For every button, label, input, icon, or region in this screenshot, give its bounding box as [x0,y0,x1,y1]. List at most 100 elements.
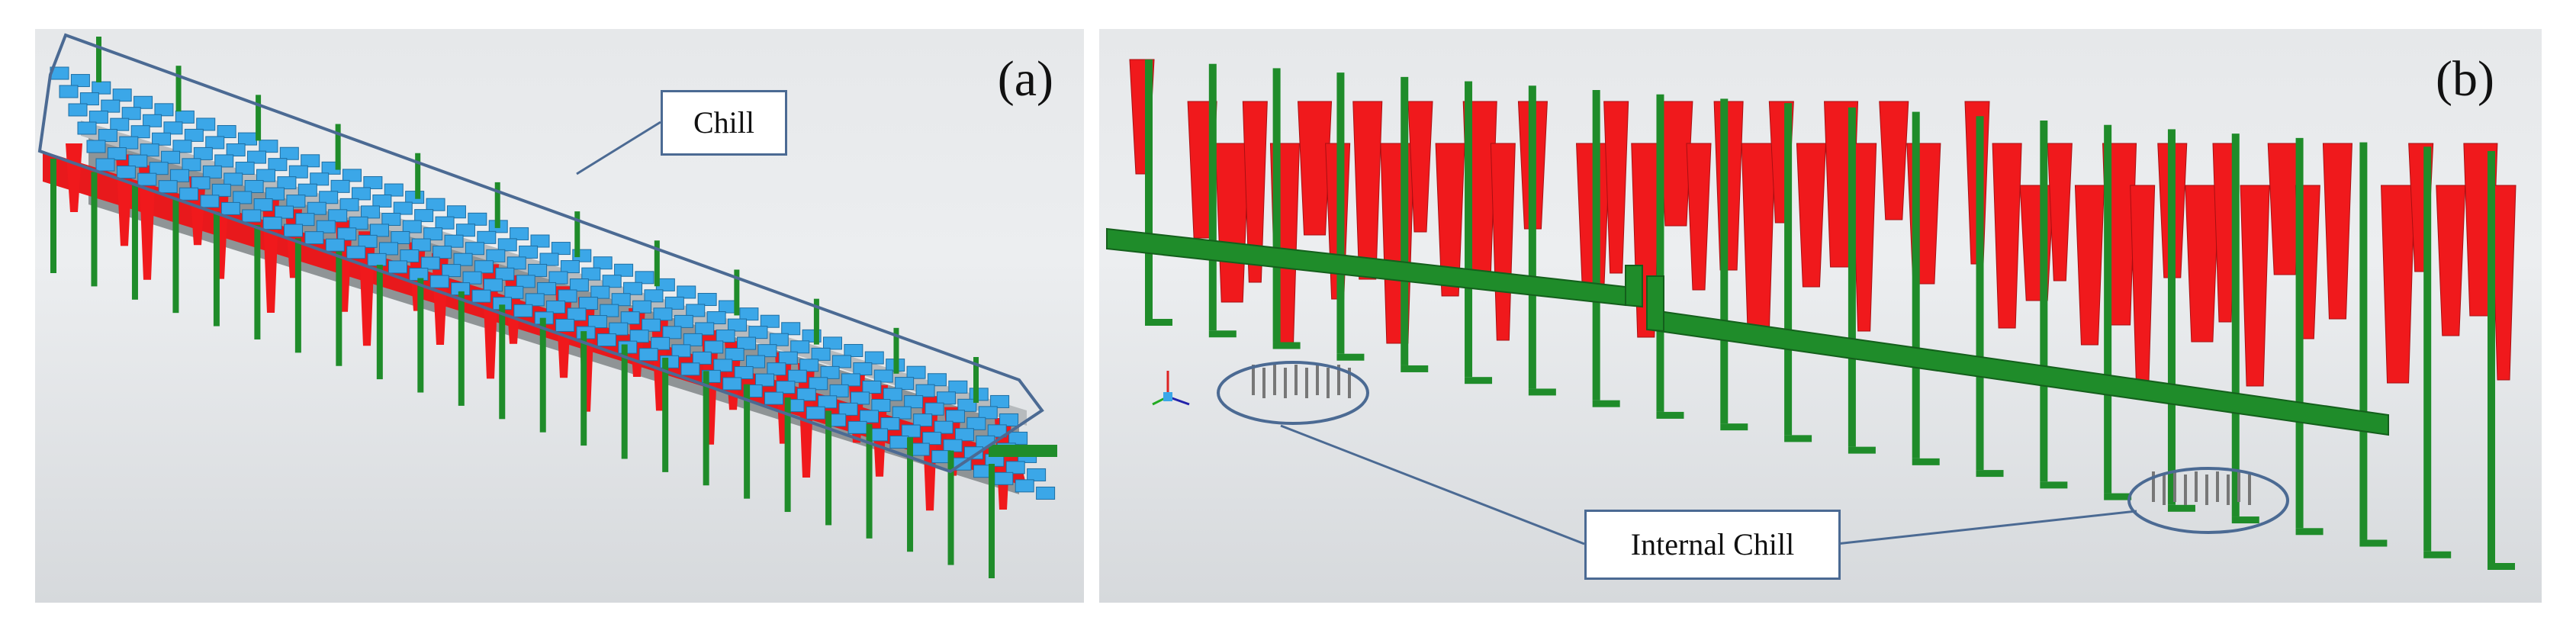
chill-block [179,187,199,201]
internal-chill-pin [2173,471,2176,502]
chill-block [671,344,691,358]
chill-block [862,380,882,394]
runner-right-cap [1646,275,1664,333]
riser [2185,185,2220,343]
riser [2074,185,2105,346]
gating-leg [1401,76,1409,365]
chill-block [539,253,559,266]
gating-leg [499,304,506,420]
chill-block [734,366,754,380]
internal-chill-pin [1262,368,1265,398]
gating-leg [336,251,343,366]
gating-foot [2423,551,2452,558]
chill-block [265,187,285,201]
internal-chill-pin [1294,365,1298,395]
chill-block [77,121,97,135]
gating-leg [1848,107,1856,447]
gating-post [813,298,819,345]
gating-post [973,357,979,403]
gating-leg [50,159,56,273]
chill-block [716,330,735,343]
riser [2240,185,2270,387]
chill-block [130,125,150,139]
chill-block [829,384,849,397]
gating-leg [254,224,261,339]
chill-block [590,285,610,299]
chill-block [304,231,324,245]
internal-chill-pin [2227,475,2230,505]
chill-block [954,428,974,442]
chill-block [567,307,587,321]
riser [1796,143,1826,288]
chill-block [581,267,601,281]
chill-block [244,180,264,194]
chill-block [978,406,998,420]
internal-chill-leader-right [1835,510,2137,545]
chill-block [922,432,942,446]
chill-block [799,359,819,372]
chill-block [1005,461,1025,475]
chill-block [471,289,491,303]
chill-block [442,264,461,278]
gating-leg [1656,94,1664,412]
riser [1851,143,1877,332]
chill-block [256,169,276,182]
chill-block [242,209,262,223]
chill-block [384,183,404,197]
chill-block [910,442,930,456]
chill-block [193,146,213,160]
panel-label-b: (b) [2436,51,2494,107]
gating-foot [1272,342,1301,349]
gating-post [494,182,500,228]
chill-block [600,304,619,317]
chill-block [853,362,873,375]
chill-block [351,187,371,201]
chill-block [372,194,392,208]
gating-foot [2231,516,2259,524]
chill-block [98,129,117,143]
riser [2047,143,2073,282]
chill-block [945,410,965,423]
riser [1906,143,1941,285]
chill-block [367,253,387,266]
chill-block [92,81,111,95]
chill-block [915,384,935,397]
gating-foot [1784,435,1812,442]
chill-block [337,227,357,241]
gating-leg [2488,151,2495,563]
chill-block [112,88,132,102]
chill-block [811,347,831,361]
chill-block [963,446,983,460]
riser [2381,185,2416,384]
chill-block [381,212,401,226]
panel-b-drawing [1106,59,2517,570]
chill-block [121,107,141,121]
gating-leg [1336,72,1345,354]
chill-group [50,66,1056,500]
chill-block [987,424,1007,438]
riser [2019,185,2054,301]
internal-chill-ring-left [1217,361,1369,425]
chill-block [841,373,860,387]
chill-block [158,180,178,194]
chill-block [913,413,933,427]
chill-block [611,293,631,307]
chill-block [133,95,153,109]
chill-block [686,304,706,317]
chill-block [635,271,654,285]
chill-block [152,132,172,146]
chill-block [614,263,634,277]
chill-block [892,406,912,420]
chill-block [767,362,786,376]
gating-foot [2104,493,2132,500]
gating-leg [1912,111,1920,458]
gating-foot [2359,539,2388,547]
riser [2212,143,2238,323]
chill-block [284,224,304,237]
chill-block [107,147,127,161]
gating-foot [1976,470,2004,478]
chill-block [525,293,545,307]
chill-block [769,333,789,346]
chill-block [1015,479,1034,493]
gating-foot [1208,330,1237,338]
